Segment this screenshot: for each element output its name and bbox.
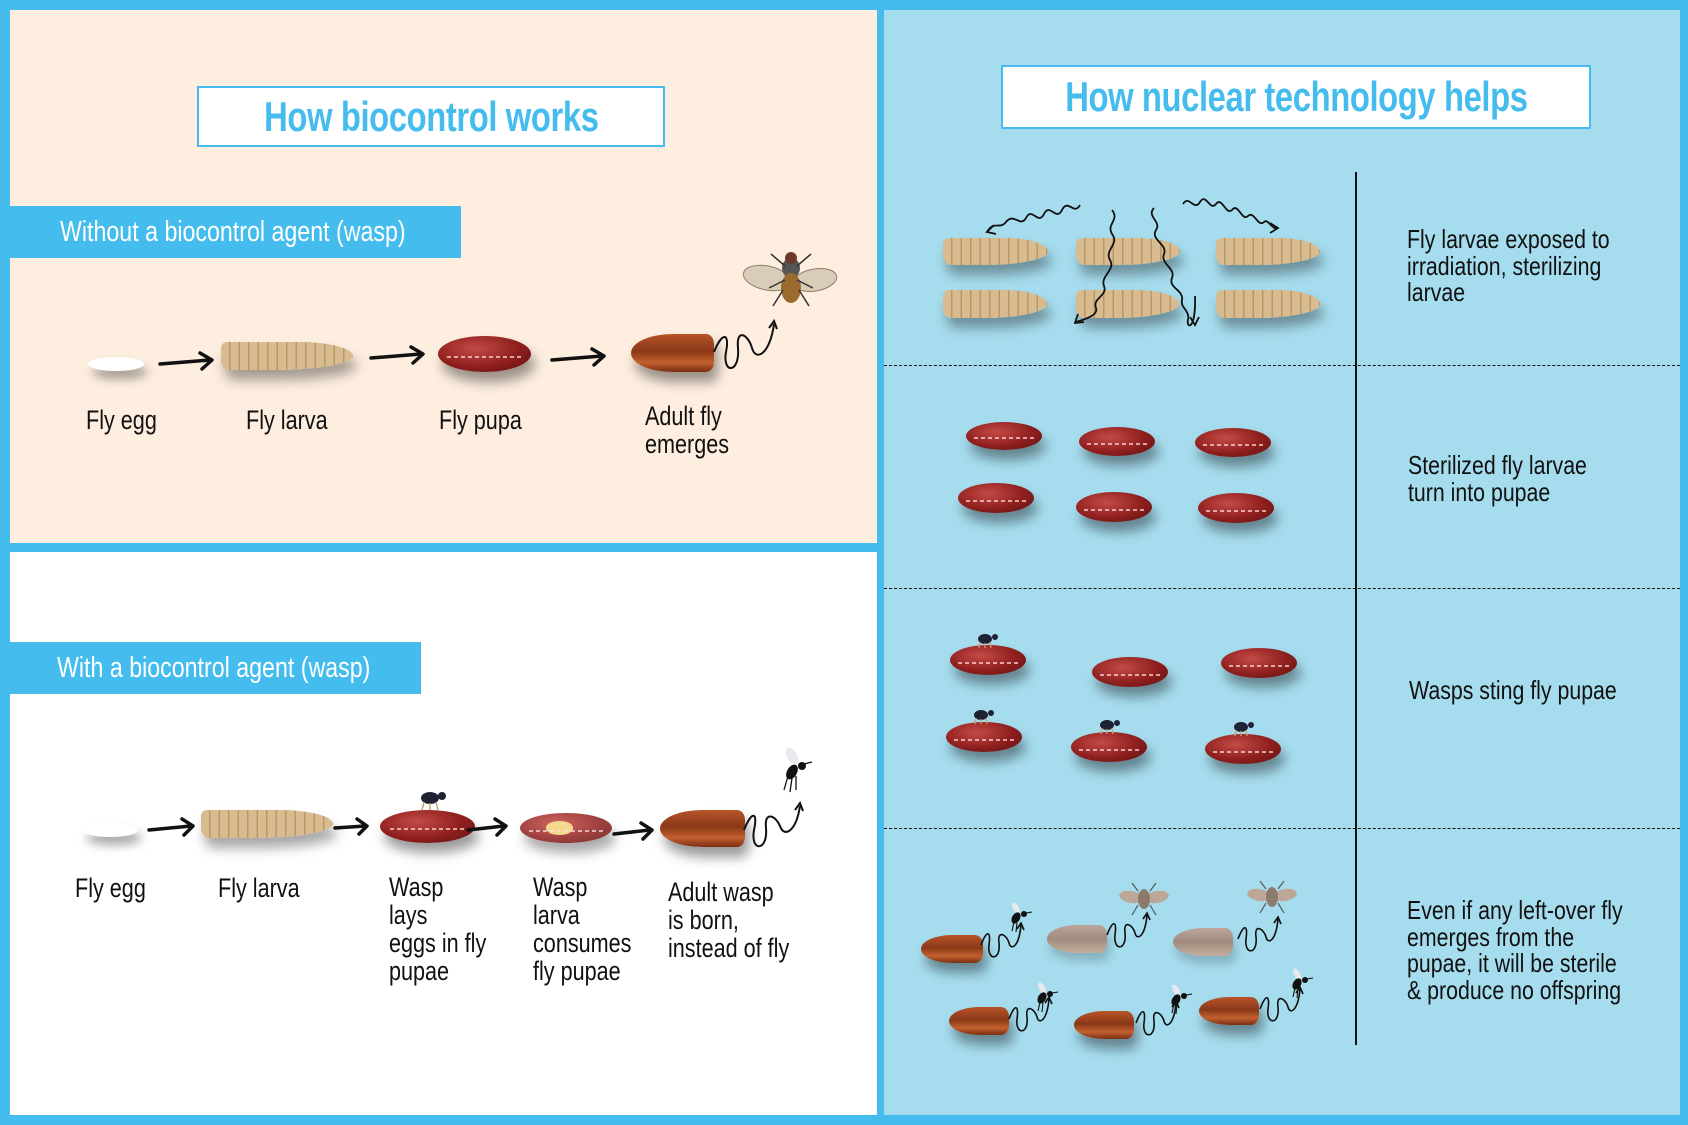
biocontrol-title: How biocontrol works (263, 92, 599, 140)
fly-pupa-icon (380, 810, 475, 843)
emergence-path-icon (980, 921, 1025, 958)
irradiated-larvae-icon (884, 172, 1354, 364)
step-description: Fly larvae exposed to irradiation, steri… (1407, 224, 1610, 307)
fly-pupa-icon (438, 336, 531, 372)
row-divider (884, 828, 1680, 829)
fly-larva-icon (1076, 290, 1179, 318)
wasp-icon (1100, 720, 1120, 735)
radiation-waves-icon (985, 198, 1280, 327)
nuclear-title: How nuclear technology helps (1064, 73, 1528, 120)
adult-fly-icon (742, 252, 838, 307)
fly-pupa-icon (1071, 732, 1147, 762)
adult-wasp-icon (1037, 982, 1059, 1013)
fly-pupa-icon (950, 645, 1026, 675)
with-agent-banner-text: With a biocontrol agent (wasp) (57, 651, 371, 684)
emergence-path-icon (1008, 995, 1053, 1032)
pupa-with-wasp-larva-icon (520, 813, 612, 843)
wasp-icon (421, 792, 446, 811)
biocontrol-title-box: How biocontrol works (197, 86, 665, 147)
fly-larva-icon (201, 810, 333, 838)
fly-pupa-icon (966, 422, 1042, 450)
sterile-fly-icon (1119, 882, 1169, 916)
fly-larva-icon (1216, 290, 1320, 318)
wasp-icon (974, 710, 994, 725)
step-description: Even if any left-over fly emerges from t… (1407, 895, 1623, 1005)
empty-pupa-case-icon (921, 935, 983, 963)
with-agent-banner: With a biocontrol agent (wasp) (10, 642, 421, 694)
stage-label: Wasp larva consumes fly pupae (533, 872, 632, 986)
arrow-right-icon (333, 817, 369, 836)
fly-pupa-icon (1092, 657, 1168, 687)
adult-wasp-icon (783, 747, 813, 793)
empty-pupa-case-icon (1173, 928, 1233, 956)
stage-label: Adult fly emerges (645, 401, 730, 459)
without-agent-banner-text: Without a biocontrol agent (wasp) (60, 215, 406, 248)
wasps-on-pupae-icon (884, 589, 1354, 827)
empty-pupa-case-icon (1074, 1011, 1134, 1039)
fly-pupa-icon (958, 483, 1034, 513)
stage-label: Fly larva (218, 873, 300, 903)
sterile-pupae-icon (884, 366, 1354, 588)
emergence-path-icon (1237, 915, 1282, 952)
fly-larva-icon (943, 238, 1048, 265)
fly-egg-icon (82, 823, 138, 837)
adult-wasp-icon (1011, 902, 1033, 933)
wasp-larva-icon (545, 821, 574, 835)
row-divider (884, 365, 1680, 366)
wasp-icon (1234, 722, 1254, 737)
arrow-right-icon (466, 817, 508, 837)
stage-label: Fly pupa (439, 405, 522, 435)
row-divider (884, 588, 1680, 589)
empty-pupa-case-icon (1047, 925, 1107, 953)
wasps-emerging-icon (884, 829, 1354, 1115)
emergence-path-icon (713, 318, 778, 369)
emergence-path-icon (1106, 911, 1151, 948)
fly-pupa-icon (1079, 427, 1155, 456)
empty-pupa-case-icon (949, 1007, 1009, 1035)
fly-pupa-icon (1195, 428, 1271, 457)
empty-pupa-case-icon (660, 810, 745, 847)
fly-pupa-icon (1221, 648, 1297, 678)
arrow-right-icon (550, 347, 606, 367)
fly-larva-icon (943, 290, 1047, 318)
step-description: Wasps sting fly pupae (1409, 675, 1617, 705)
wasp-icon (978, 634, 998, 649)
fly-larva-icon (1076, 238, 1180, 265)
empty-pupa-case-icon (631, 334, 714, 372)
stage-label: Fly larva (246, 405, 328, 435)
fly-larva-icon (1216, 238, 1320, 265)
stage-label: Wasp lays eggs in fly pupae (389, 872, 487, 986)
stage-label: Fly egg (86, 405, 157, 435)
arrow-right-icon (147, 817, 195, 837)
sterile-fly-icon (1247, 880, 1297, 914)
column-divider (1355, 172, 1357, 1045)
arrow-right-icon (369, 345, 425, 365)
fly-larva-icon (221, 342, 353, 370)
arrow-right-icon (612, 821, 654, 841)
adult-wasp-icon (1171, 984, 1193, 1015)
fly-egg-icon (88, 357, 144, 371)
emergence-path-icon (743, 800, 804, 848)
nuclear-title-box: How nuclear technology helps (1001, 65, 1591, 129)
adult-wasp-icon (1292, 968, 1314, 999)
without-agent-banner: Without a biocontrol agent (wasp) (10, 206, 461, 258)
step-description: Sterilized fly larvae turn into pupae (1408, 450, 1587, 507)
arrow-right-icon (158, 351, 214, 371)
fly-pupa-icon (946, 722, 1022, 752)
fly-pupa-icon (1205, 734, 1281, 764)
stage-label: Adult wasp is born, instead of fly (668, 877, 790, 963)
stage-label: Fly egg (75, 873, 146, 903)
fly-pupa-icon (1076, 492, 1152, 522)
fly-pupa-icon (1198, 493, 1274, 523)
empty-pupa-case-icon (1199, 997, 1259, 1025)
